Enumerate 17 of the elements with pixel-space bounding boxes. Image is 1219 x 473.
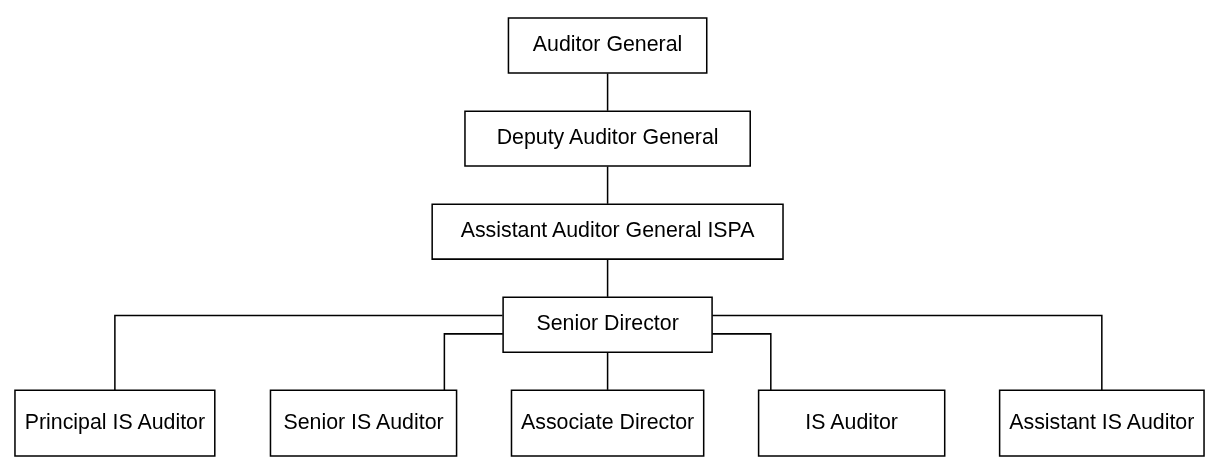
connector xyxy=(443,332,504,391)
node-box: Assistant Auditor General ISPA xyxy=(431,202,784,260)
connector xyxy=(606,165,609,205)
node-box: Assistant IS Auditor xyxy=(998,389,1205,457)
connector xyxy=(114,314,504,391)
node-box: Auditor General xyxy=(507,16,708,74)
node-box: Senior Director xyxy=(502,296,713,353)
connector xyxy=(606,72,609,111)
node-box: Associate Director xyxy=(510,389,705,457)
connector xyxy=(711,314,1103,391)
connector xyxy=(711,332,772,391)
node-box: IS Auditor xyxy=(757,389,946,457)
node-box: Principal IS Auditor xyxy=(14,389,216,457)
connector xyxy=(606,258,609,298)
connector xyxy=(606,351,609,391)
node-box: Senior IS Auditor xyxy=(269,389,458,457)
node-box: Deputy Auditor General xyxy=(464,109,751,167)
